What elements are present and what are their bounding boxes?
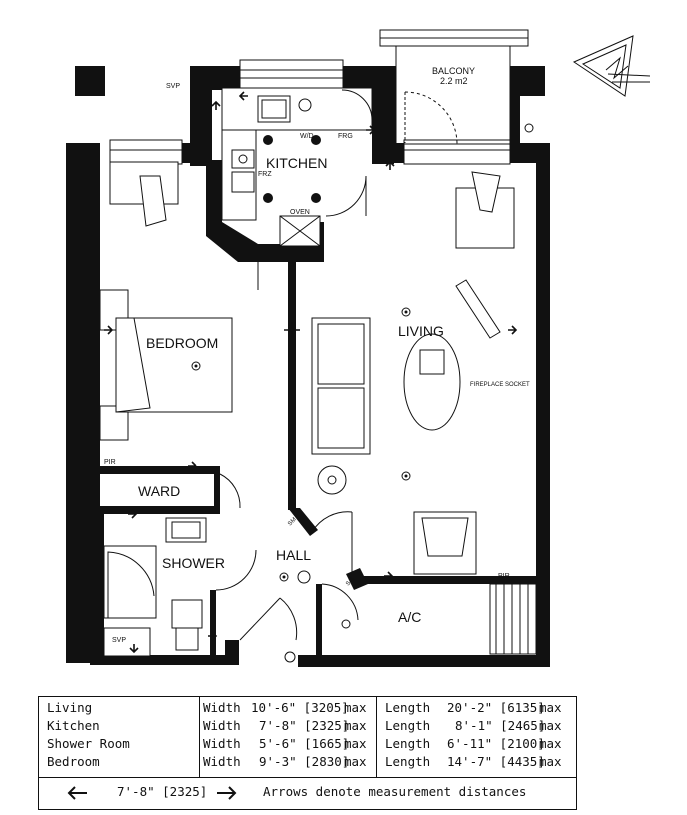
measurement-row: Kitchen Width 7'-8" [2325] max Length 8'… bbox=[39, 717, 576, 735]
length-max: max bbox=[539, 754, 562, 769]
room-label-bedroom: BEDROOM bbox=[146, 335, 218, 351]
width-label: Width bbox=[203, 736, 241, 751]
smoke-detector-label: SM bbox=[287, 517, 298, 528]
floor-plan: KITCHEN BEDROOM LIVING WARD SHOWER HALL … bbox=[66, 29, 651, 667]
width-max: max bbox=[344, 754, 367, 769]
pir-label: PIR bbox=[104, 459, 116, 466]
sa-label: S/A bbox=[345, 576, 356, 587]
arrow-right-icon bbox=[217, 786, 237, 800]
wardrobe bbox=[96, 466, 241, 514]
wall-pillar bbox=[517, 66, 545, 96]
kitchen-walls bbox=[206, 160, 324, 510]
width-value: 7'-8" [2325] bbox=[259, 718, 350, 733]
ceiling-lights bbox=[191, 123, 534, 629]
length-label: Length bbox=[385, 700, 431, 715]
width-value: 10'-6" [3205] bbox=[251, 700, 349, 715]
key-example-measure: 7'-8" [2325] bbox=[117, 784, 208, 799]
room-name: Kitchen bbox=[47, 718, 100, 733]
width-max: max bbox=[344, 700, 367, 715]
measurement-row: Shower Room Width 5'-6" [1665] max Lengt… bbox=[39, 735, 576, 753]
width-label: Width bbox=[203, 754, 241, 769]
length-max: max bbox=[539, 736, 562, 751]
exterior-walls bbox=[66, 66, 550, 667]
svp-label: SVP bbox=[166, 83, 180, 90]
fridge-label: FRG bbox=[338, 133, 353, 140]
washer-dryer-label: W/D bbox=[300, 133, 314, 140]
width-label: Width bbox=[203, 718, 241, 733]
measurement-arrows bbox=[104, 91, 518, 654]
arrow-left-icon bbox=[67, 786, 87, 800]
width-value: 9'-3" [2830] bbox=[259, 754, 350, 769]
kitchen-units bbox=[221, 87, 373, 247]
room-name: Living bbox=[47, 700, 93, 715]
living-furniture bbox=[311, 171, 537, 655]
room-label-ac: A/C bbox=[398, 609, 421, 625]
length-label: Length bbox=[385, 718, 431, 733]
bedroom-furniture bbox=[99, 161, 233, 441]
wall-pillar bbox=[75, 66, 105, 96]
hall-walls bbox=[239, 508, 368, 663]
room-label-shower: SHOWER bbox=[162, 555, 225, 571]
balcony bbox=[395, 45, 511, 145]
room-name: Bedroom bbox=[47, 754, 100, 769]
width-max: max bbox=[344, 718, 367, 733]
measurement-key: 7'-8" [2325] Arrows denote measurement d… bbox=[39, 777, 576, 809]
length-label: Length bbox=[385, 754, 431, 769]
length-max: max bbox=[539, 700, 562, 715]
key-note: Arrows denote measurement distances bbox=[263, 784, 527, 799]
room-label-ward: WARD bbox=[138, 483, 180, 499]
shower-room bbox=[96, 514, 257, 659]
width-value: 5'-6" [1665] bbox=[259, 736, 350, 751]
measurements-table: Living Width 10'-6" [3205] max Length 20… bbox=[38, 696, 577, 810]
length-max: max bbox=[539, 718, 562, 733]
length-value: 20'-2" [6135] bbox=[447, 700, 545, 715]
cds-label: CDS bbox=[292, 487, 298, 500]
length-value: 8'-1" [2465] bbox=[455, 718, 546, 733]
fireplace-socket-label: FIREPLACE SOCKET bbox=[470, 382, 530, 388]
svp-label: SVP bbox=[112, 637, 126, 644]
measurement-row: Bedroom Width 9'-3" [2830] max Length 14… bbox=[39, 753, 576, 771]
freezer-label: FRZ bbox=[258, 171, 272, 178]
north-compass-icon bbox=[572, 35, 651, 97]
length-label: Length bbox=[385, 736, 431, 751]
room-label-living: LIVING bbox=[398, 323, 444, 339]
room-name: Shower Room bbox=[47, 736, 130, 751]
width-label: Width bbox=[203, 700, 241, 715]
length-value: 6'-11" [2100] bbox=[447, 736, 545, 751]
room-label-kitchen: KITCHEN bbox=[266, 155, 327, 171]
room-label-balcony: BALCONY bbox=[432, 66, 475, 76]
pir-label: PIR bbox=[498, 573, 510, 580]
room-label-hall: HALL bbox=[276, 547, 311, 563]
measurement-row: Living Width 10'-6" [3205] max Length 20… bbox=[39, 699, 576, 717]
length-value: 14'-7" [4435] bbox=[447, 754, 545, 769]
oven-label: OVEN bbox=[290, 209, 310, 216]
balcony-area: 2.2 m2 bbox=[440, 76, 468, 86]
width-max: max bbox=[344, 736, 367, 751]
